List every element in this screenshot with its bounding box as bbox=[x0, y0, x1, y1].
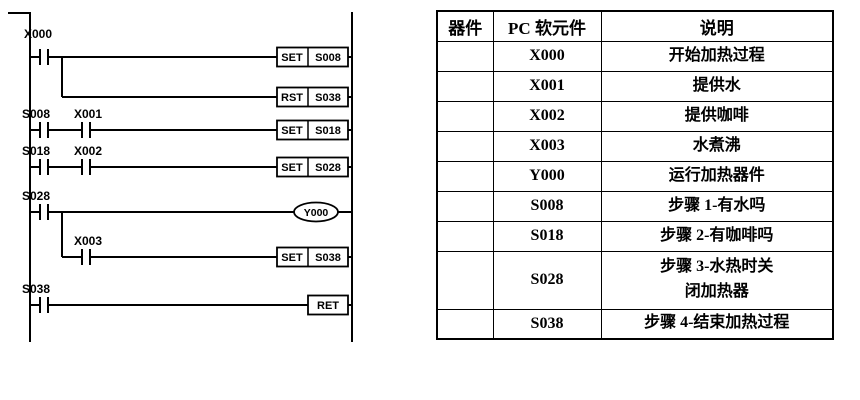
rung-2: S008 X001 SET S018 bbox=[22, 107, 352, 141]
element-cell: S038 bbox=[492, 308, 602, 340]
element-cell: S008 bbox=[492, 190, 602, 222]
table-row-y000: Y000 运行加热器件 bbox=[436, 160, 834, 192]
box-target: S038 bbox=[315, 252, 341, 264]
description-cell: 提供咖啡 bbox=[600, 100, 834, 132]
element-cell: S028 bbox=[492, 250, 602, 310]
instruction-box-ret: RET bbox=[307, 294, 349, 316]
coil-label: Y000 bbox=[304, 207, 329, 219]
description-cell: 运行加热器件 bbox=[600, 160, 834, 192]
device-cell bbox=[436, 250, 494, 310]
device-cell bbox=[436, 40, 494, 72]
rung-3: S018 X002 SET S028 bbox=[22, 144, 352, 178]
description-cell: 开始加热过程 bbox=[600, 40, 834, 72]
col-header-description: 说明 bbox=[600, 10, 834, 42]
contact-label-x002: X002 bbox=[74, 144, 102, 158]
description-cell: 步骤 3-水热时关 闭加热器 bbox=[600, 250, 834, 310]
box-op: SET bbox=[281, 125, 303, 137]
box-target: S018 bbox=[315, 125, 341, 137]
box-target: S028 bbox=[315, 162, 341, 174]
device-cell bbox=[436, 160, 494, 192]
box-op: RST bbox=[281, 92, 303, 104]
box-op: SET bbox=[281, 162, 303, 174]
contact-x003 bbox=[81, 249, 91, 265]
element-cell: Y000 bbox=[492, 160, 602, 192]
contact-x000 bbox=[30, 49, 49, 65]
header-row: 器件 PC 软元件 说明 bbox=[436, 10, 834, 42]
contact-x002 bbox=[81, 159, 91, 175]
device-cell bbox=[436, 220, 494, 252]
table-row-s038: S038 步骤 4-结束加热过程 bbox=[436, 308, 834, 340]
col-header-element: PC 软元件 bbox=[492, 10, 602, 42]
box-target: S008 bbox=[315, 52, 341, 64]
box-op: SET bbox=[281, 252, 303, 264]
device-table: 器件 PC 软元件 说明 X000 开始加热过程 X001 提供水 bbox=[436, 10, 834, 340]
table-row-s008: S008 步骤 1-有水吗 bbox=[436, 190, 834, 222]
description-cell: 步骤 1-有水吗 bbox=[600, 190, 834, 222]
contact-label-x001: X001 bbox=[74, 107, 102, 121]
box-target: S038 bbox=[315, 92, 341, 104]
device-cell bbox=[436, 130, 494, 162]
contact-label-s008: S008 bbox=[22, 107, 50, 121]
table-row-s028: S028 步骤 3-水热时关 闭加热器 bbox=[436, 250, 834, 310]
element-cell: X003 bbox=[492, 130, 602, 162]
output-coil-y000: Y000 bbox=[293, 201, 339, 223]
contact-s008 bbox=[30, 122, 49, 138]
contact-label-s028: S028 bbox=[22, 189, 50, 203]
device-cell bbox=[436, 308, 494, 340]
description-cell: 步骤 2-有咖啡吗 bbox=[600, 220, 834, 252]
element-cell: X002 bbox=[492, 100, 602, 132]
table-row-x002: X002 提供咖啡 bbox=[436, 100, 834, 132]
description-cell: 步骤 4-结束加热过程 bbox=[600, 308, 834, 340]
element-cell: X001 bbox=[492, 70, 602, 102]
ladder-diagram: X000 SET S008 RST S038 bbox=[8, 12, 353, 342]
device-cell bbox=[436, 70, 494, 102]
instruction-box-set-s038: SET S038 bbox=[276, 246, 349, 268]
contact-s018 bbox=[30, 159, 49, 175]
contact-label-s018: S018 bbox=[22, 144, 50, 158]
device-cell bbox=[436, 100, 494, 132]
box-op: RET bbox=[317, 300, 339, 312]
instruction-box-set-s028: SET S028 bbox=[276, 156, 349, 178]
table-row-s018: S018 步骤 2-有咖啡吗 bbox=[436, 220, 834, 252]
rung-5: S038 RET bbox=[22, 282, 352, 316]
col-header-device: 器件 bbox=[436, 10, 494, 42]
description-cell: 提供水 bbox=[600, 70, 834, 102]
instruction-box-rst-s038: RST S038 bbox=[276, 86, 349, 108]
contact-label-x000: X000 bbox=[24, 27, 52, 41]
rung-1: X000 SET S008 RST S038 bbox=[24, 27, 352, 108]
contact-s028 bbox=[30, 204, 49, 220]
table-row-x001: X001 提供水 bbox=[436, 70, 834, 102]
contact-label-s038: S038 bbox=[22, 282, 50, 296]
rung-4: S028 Y000 X003 bbox=[22, 189, 352, 268]
table-row-x003: X003 水煮沸 bbox=[436, 130, 834, 162]
contact-x001 bbox=[81, 122, 91, 138]
description-cell: 水煮沸 bbox=[600, 130, 834, 162]
instruction-box-set-s018: SET S018 bbox=[276, 119, 349, 141]
contact-label-x003: X003 bbox=[74, 234, 102, 248]
element-cell: S018 bbox=[492, 220, 602, 252]
element-cell: X000 bbox=[492, 40, 602, 72]
device-cell bbox=[436, 190, 494, 222]
instruction-box-set-s008: SET S008 bbox=[276, 46, 349, 68]
box-op: SET bbox=[281, 52, 303, 64]
power-rails bbox=[8, 12, 353, 342]
contact-s038 bbox=[30, 297, 49, 313]
table-row-x000: X000 开始加热过程 bbox=[436, 40, 834, 72]
device-table-container: 器件 PC 软元件 说明 X000 开始加热过程 X001 提供水 bbox=[436, 10, 834, 340]
